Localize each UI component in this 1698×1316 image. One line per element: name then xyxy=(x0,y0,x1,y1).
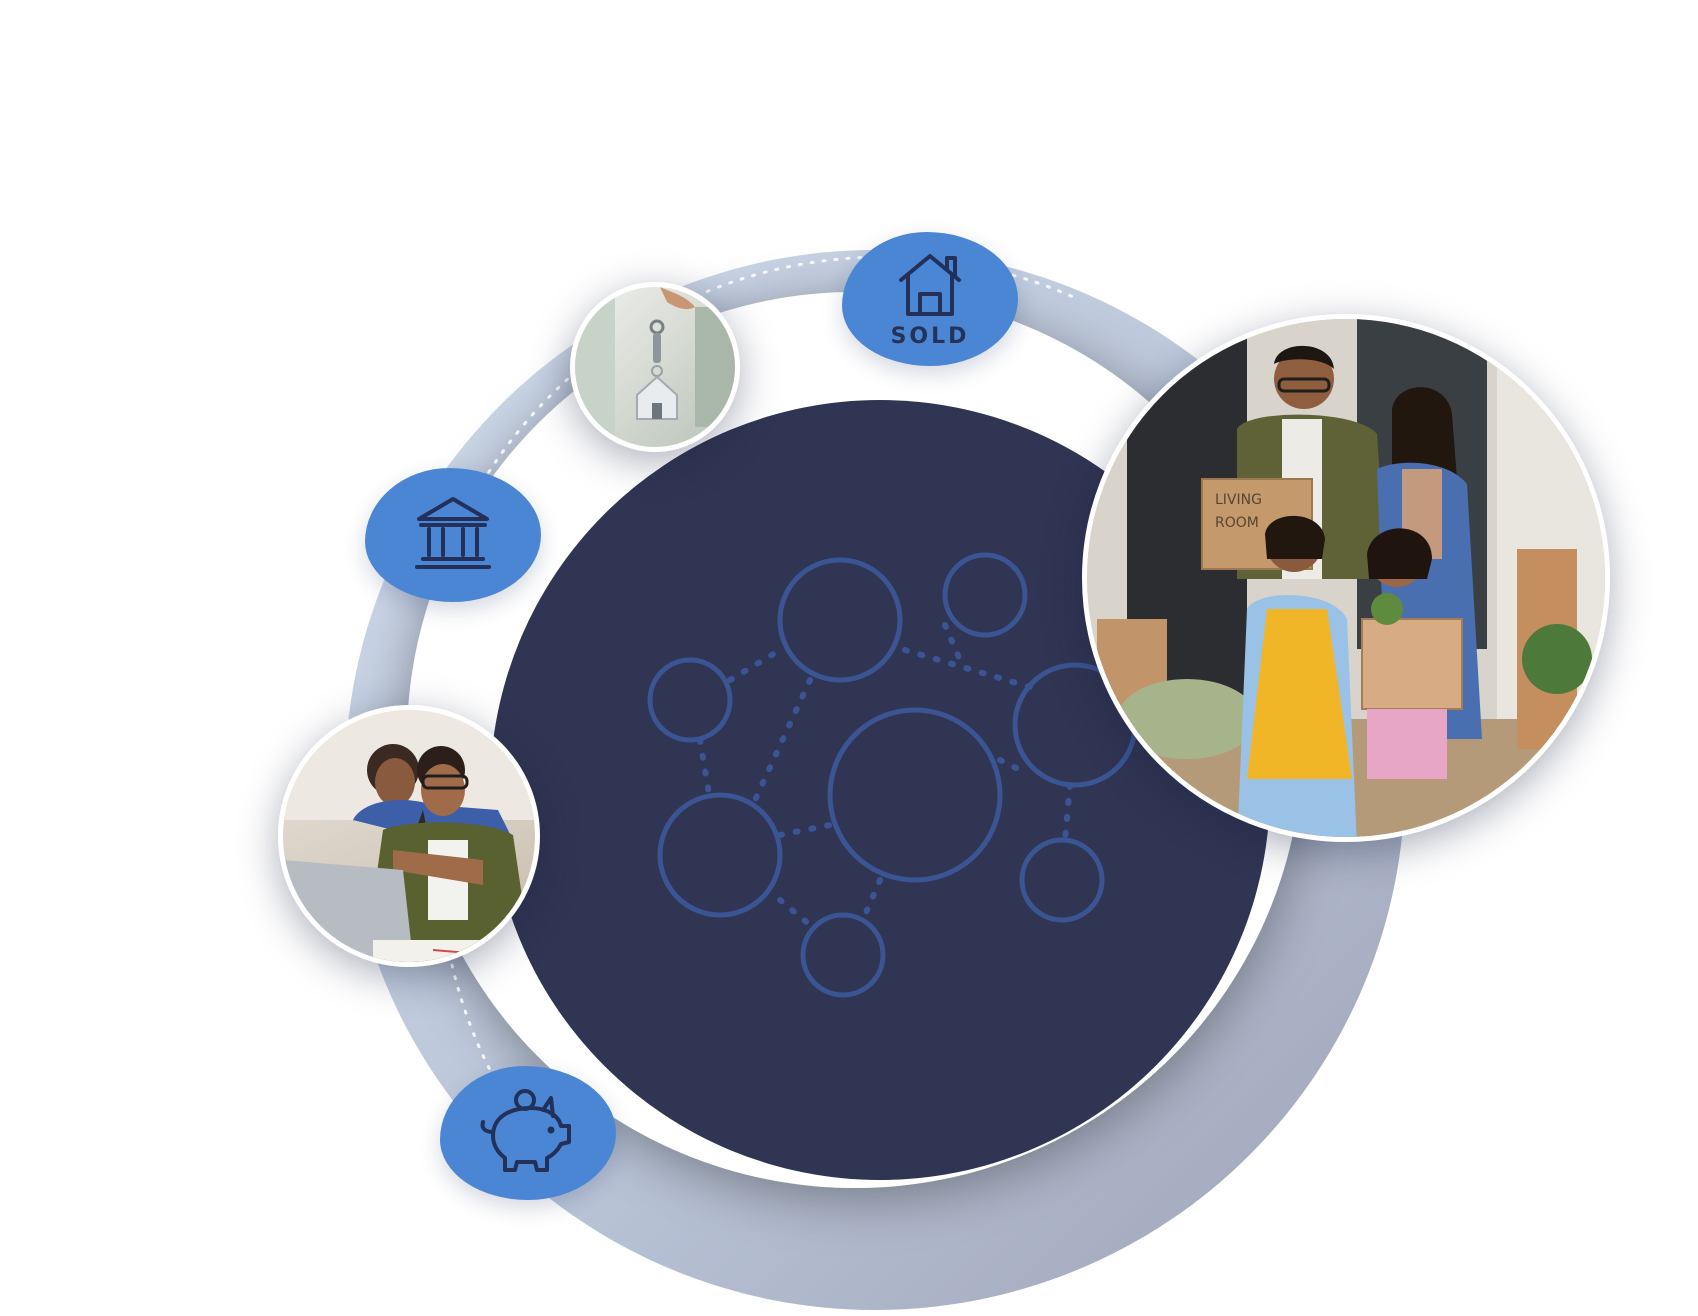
couple-laptop-photo xyxy=(278,705,540,967)
bank-icon xyxy=(413,493,493,577)
sold-label: SOLD xyxy=(890,323,970,349)
bank-node xyxy=(365,468,541,602)
sold-house-node: SOLD xyxy=(842,232,1018,366)
family-moving-photo: LIVING ROOM xyxy=(1082,314,1610,842)
box-label: LIVING xyxy=(1215,492,1262,508)
piggy-bank-icon xyxy=(473,1086,583,1180)
core-circle xyxy=(490,400,1270,1180)
network-circles-icon xyxy=(647,552,1138,998)
house-icon xyxy=(895,250,965,322)
svg-text:ROOM: ROOM xyxy=(1215,515,1259,531)
piggy-bank-node xyxy=(440,1066,616,1200)
house-keys-photo xyxy=(570,282,740,452)
